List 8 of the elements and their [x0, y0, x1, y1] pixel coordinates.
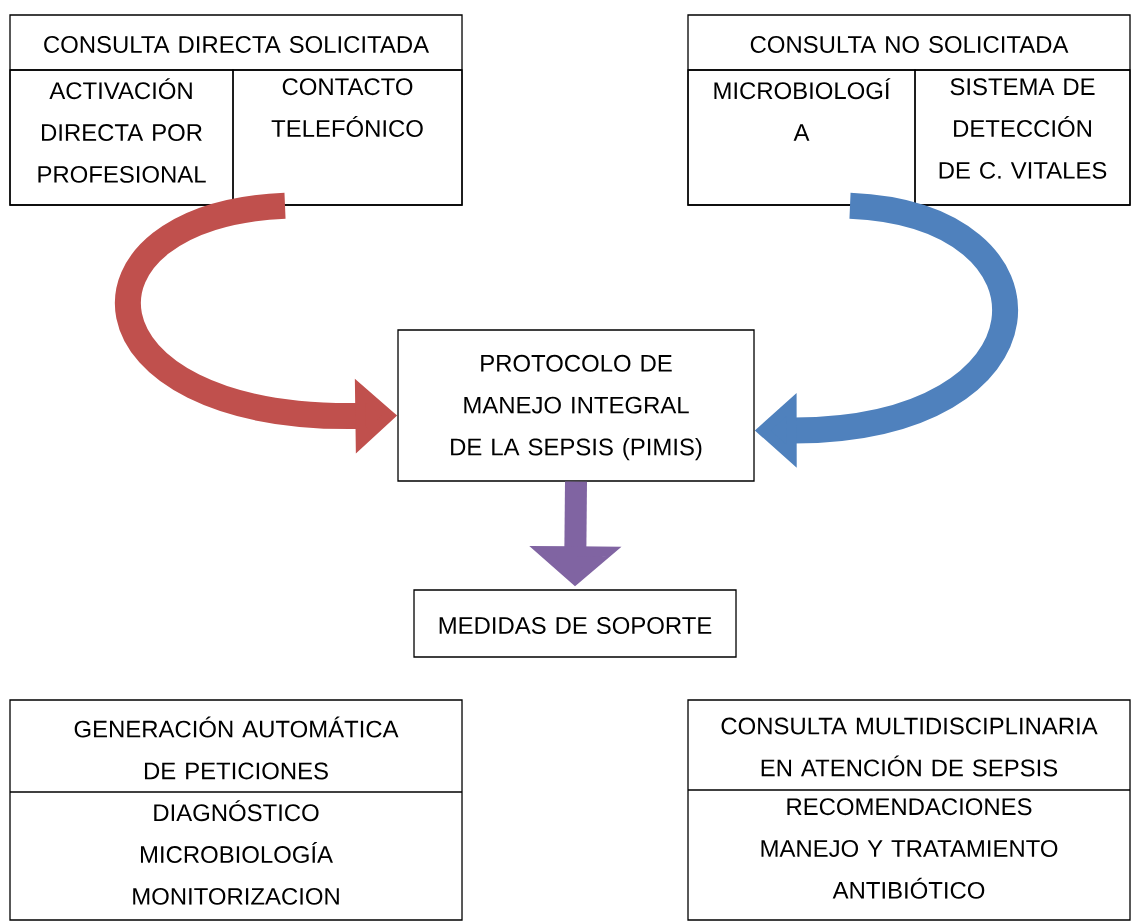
process-box: MEDIDAS DE SOPORTE — [413, 589, 737, 658]
table-cell: CONTACTO TELEFÓNICO — [232, 69, 463, 206]
process-box: PROTOCOLO DE MANEJO INTEGRAL DE LA SEPSIS (PIMIS) — [397, 329, 755, 482]
table-cell: SISTEMA DE DETECCIÓN DE C. VITALES — [914, 69, 1131, 206]
table-box: CONSULTA MULTIDISCIPLINARIA EN ATENCIÓN DE SEPSIS RECOMENDACIONES MANEJO Y TRATAMIENTO ANTIBIÓTICO — [687, 699, 1131, 921]
table-box: GENERACIÓN AUTOMÁTICA DE PETICIONES DIAGNÓSTICO MICROBIOLOGÍA MONITORIZACION — [9, 699, 463, 921]
table-cell: MICROBIOLOGÍ A — [687, 69, 916, 206]
table-cell: ACTIVACIÓN DIRECTA POR PROFESIONAL — [9, 69, 234, 206]
